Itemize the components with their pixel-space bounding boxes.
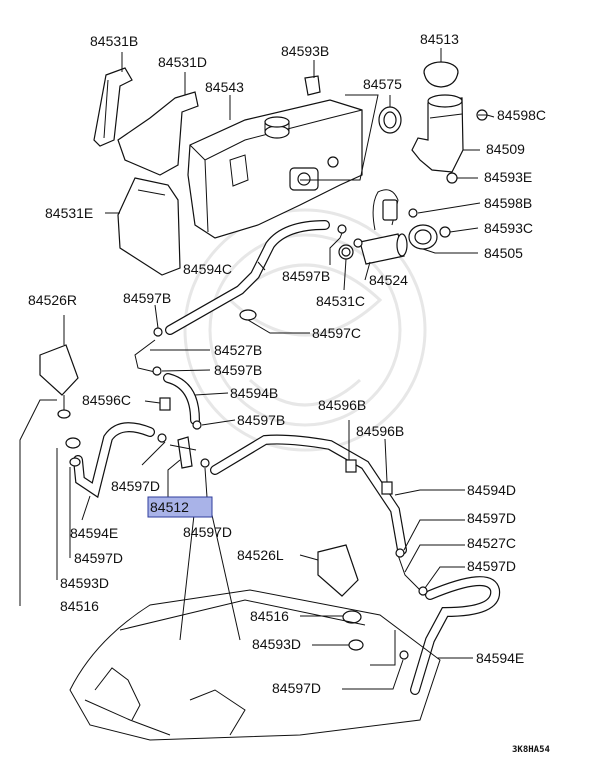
label-84509: 84509 [486, 141, 525, 157]
cover-84531e-part [117, 177, 181, 276]
label-84594b: 84594B [230, 385, 278, 401]
label-84575: 84575 [363, 76, 402, 92]
label-84526r: 84526R [28, 292, 77, 308]
label-84598b: 84598B [484, 195, 532, 211]
small-clips [152, 224, 428, 660]
label-84524: 84524 [369, 272, 408, 288]
pump-84524-part [338, 189, 408, 265]
bracket-84531b-part [93, 67, 133, 147]
label-84594e: 84594E [70, 525, 118, 541]
label-84598c: 84598C [497, 107, 546, 123]
leader-lines [19, 48, 487, 690]
hose-84594c [165, 220, 330, 335]
filler-neck-84509-part [411, 94, 464, 173]
diagram-code: 3K8HA54 [512, 745, 551, 755]
joint-84512-part [169, 436, 197, 469]
hose-84527c [397, 554, 421, 591]
label-84597d-b: 84597D [183, 524, 232, 540]
washer-tank-part [187, 99, 363, 239]
nozzle-84526r-part [39, 344, 79, 419]
label-84594d: 84594D [467, 482, 516, 498]
watermark [183, 208, 427, 452]
label-84531e: 84531E [45, 205, 93, 221]
label-84543: 84543 [205, 79, 244, 95]
grommet-84516-right [65, 437, 81, 449]
hose-84594e-lower [410, 576, 501, 695]
label-84597d-e: 84597D [467, 558, 516, 574]
label-84505: 84505 [484, 245, 523, 261]
label-84596b-b: 84596B [356, 423, 404, 439]
label-84593e: 84593E [484, 169, 532, 185]
label-84593d-b: 84593D [252, 636, 301, 652]
label-84597c: 84597C [312, 325, 361, 341]
label-84513: 84513 [420, 31, 459, 47]
label-84597b-d: 84597B [237, 412, 285, 428]
label-84527c: 84527C [467, 535, 516, 551]
label-84516-a: 84516 [60, 598, 99, 614]
label-84531d: 84531D [158, 54, 207, 70]
label-84597b-b: 84597B [123, 290, 171, 306]
nozzle-84526l-part [317, 544, 359, 597]
cap-84513-part [423, 61, 459, 88]
grommet-84516-left [342, 610, 362, 624]
hose-84527b [134, 339, 156, 373]
label-84597d-c: 84597D [467, 510, 516, 526]
clip-84593d-left [348, 639, 364, 651]
label-84597d-f: 84597D [272, 680, 321, 696]
clamp-84505-part [408, 224, 438, 250]
label-84593d-a: 84593D [60, 575, 109, 591]
label-84593b: 84593B [281, 43, 329, 59]
part-highlight [147, 496, 213, 518]
label-84526l: 84526L [237, 547, 284, 563]
label-84594c: 84594C [183, 261, 232, 277]
label-84531b: 84531B [90, 33, 138, 49]
label-84597d-d: 84597D [74, 550, 123, 566]
label-84593c: 84593C [484, 220, 533, 236]
label-84597d-a: 84597D [111, 478, 160, 494]
label-84527b: 84527B [214, 342, 262, 358]
clip-84593d-right [69, 457, 81, 467]
hose-84594d [210, 434, 407, 555]
clip-84593e-part [446, 172, 458, 184]
label-84516-b: 84516 [250, 608, 289, 624]
clip-84593c-part [439, 226, 451, 238]
part-labels: 84531B 84531D 84593B 84513 84543 84575 8… [28, 31, 546, 696]
label-84597b-a: 84597B [282, 268, 330, 284]
label-84596c: 84596C [82, 392, 131, 408]
label-84596b-a: 84596B [318, 397, 366, 413]
hose-84594b [163, 373, 200, 425]
bracket-84531d-part [117, 91, 199, 176]
screw-84598b-part [408, 208, 418, 218]
label-84594e-b: 84594E [476, 650, 524, 666]
ring-84575-part [378, 106, 402, 134]
hose-84594e [73, 422, 155, 499]
label-84512: 84512 [150, 499, 189, 515]
label-84531c: 84531C [316, 293, 365, 309]
vehicle-outline [69, 589, 441, 741]
clip-84593b-part [304, 75, 321, 96]
label-84597b-c: 84597B [214, 362, 262, 378]
grommet-84531c-part [341, 247, 351, 257]
